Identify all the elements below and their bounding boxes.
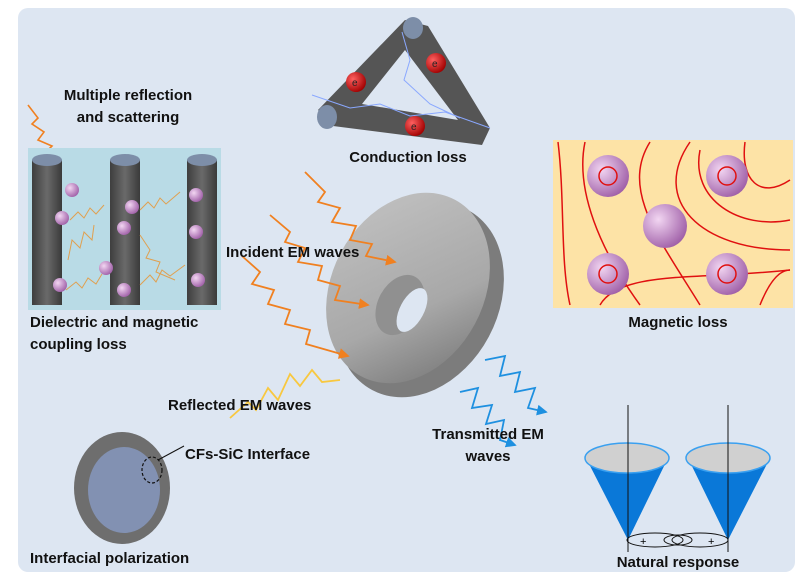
- label-conduction-loss: Conduction loss: [349, 149, 467, 166]
- plus-sign: +: [708, 536, 714, 548]
- label-dielectric: Dielectric and magnetic: [30, 314, 198, 331]
- rod-panel: [28, 148, 221, 310]
- magnetic-spheres: [587, 155, 748, 295]
- label-transmitted: Transmitted EM: [432, 426, 544, 443]
- svg-text:e: e: [411, 122, 417, 133]
- transmitted-waves: [459, 354, 548, 448]
- precession-cones: + +: [584, 405, 771, 552]
- absorber-ring: [326, 192, 504, 398]
- magnetic-particles: [53, 183, 205, 297]
- label-incident: Incident EM waves: [226, 244, 359, 261]
- interface-marker: [141, 456, 163, 484]
- svg-text:e: e: [432, 59, 438, 70]
- magnetic-panel: [553, 140, 793, 308]
- electron: e: [405, 116, 425, 136]
- label-natural-response: Natural response: [617, 554, 740, 571]
- label-scattering: and scattering: [77, 109, 180, 126]
- scattered-waves: [65, 191, 186, 291]
- label-coupling-loss: coupling loss: [30, 336, 127, 353]
- label-magnetic-loss: Magnetic loss: [628, 314, 727, 331]
- svg-text:e: e: [352, 78, 358, 89]
- label-reflected: Reflected EM waves: [168, 397, 311, 414]
- label-interface: CFs-SiC Interface: [185, 446, 310, 463]
- label-multiple-reflection: Multiple reflection: [64, 87, 192, 104]
- electron: e: [426, 53, 446, 73]
- conduction-network: e e e: [311, 17, 491, 145]
- plus-sign: +: [640, 536, 646, 548]
- label-transmitted-waves: waves: [464, 448, 510, 465]
- label-interfacial-polarization: Interfacial polarization: [30, 550, 189, 567]
- reflected-wave: [229, 368, 341, 419]
- core-shell-fiber: [74, 432, 185, 544]
- incident-waves: [241, 171, 397, 359]
- electron: e: [346, 72, 366, 92]
